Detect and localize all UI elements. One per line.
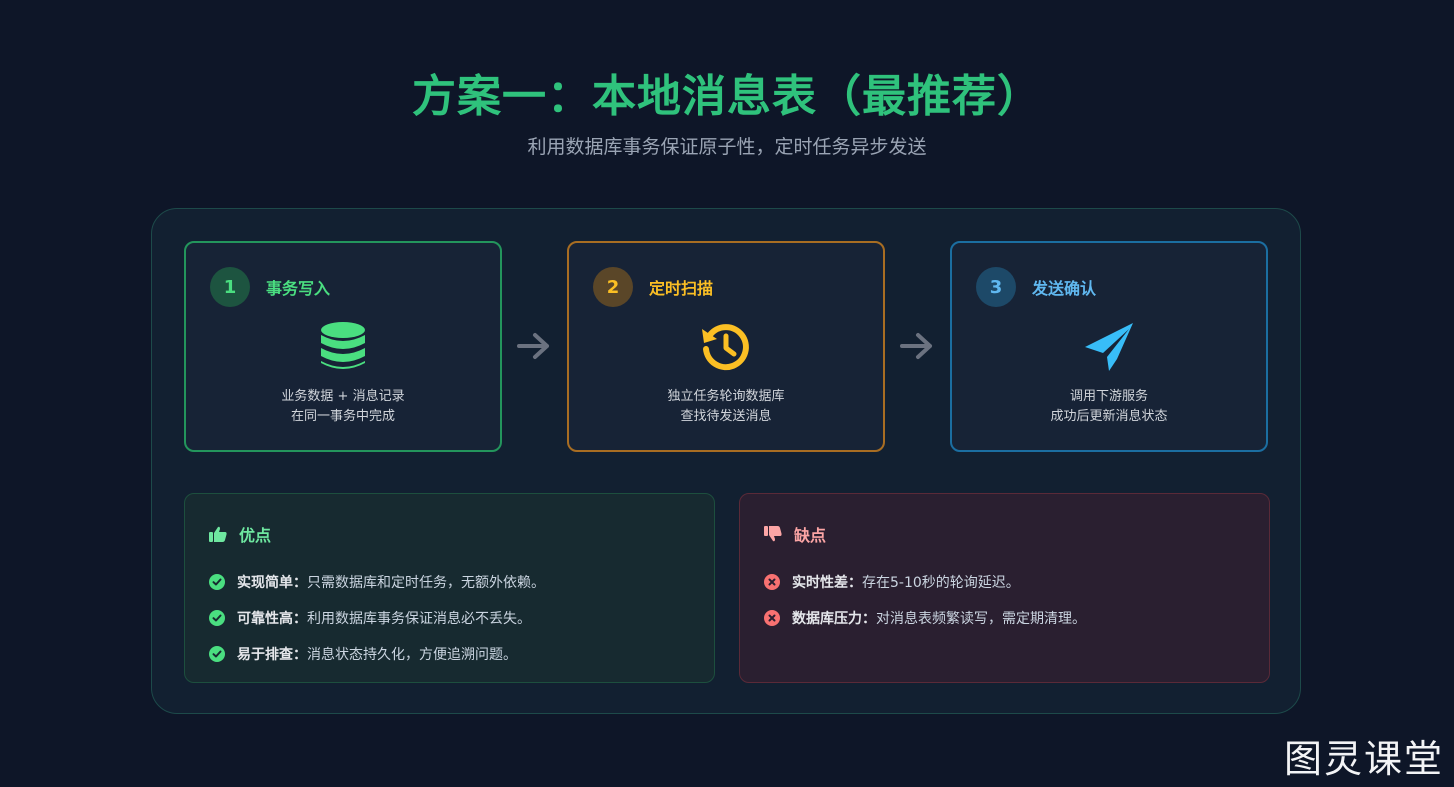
item-text: 对消息表频繁读写，需定期清理。 xyxy=(876,611,1086,627)
history-clock-icon xyxy=(702,324,749,371)
thumbs-down-icon xyxy=(764,526,782,542)
step-card-2: 2 定时扫描 独立任务轮询数据库 查找待发送消息 xyxy=(567,241,885,452)
database-icon xyxy=(321,322,365,369)
cons-box: 缺点 实时性差：存在5-10秒的轮询延迟。 数据库压力：对消息表频繁读写，需定期… xyxy=(739,493,1270,683)
step-card-3: 3 发送确认 调用下游服务 成功后更新消息状态 xyxy=(950,241,1268,452)
arrow-right-icon xyxy=(517,333,549,359)
thumbs-up-icon xyxy=(209,526,227,542)
step-number-badge: 3 xyxy=(976,267,1016,307)
x-circle-icon xyxy=(764,610,780,626)
item-label: 数据库压力： xyxy=(792,611,876,627)
item-text: 存在5-10秒的轮询延迟。 xyxy=(862,575,1020,591)
page-subtitle: 利用数据库事务保证原子性，定时任务异步发送 xyxy=(527,136,927,158)
pros-item: 易于排查：消息状态持久化，方便追溯问题。 xyxy=(209,636,698,672)
flow-panel: 1 事务写入 业务数据 + 消息记录 在同一事务中完成 2 定时扫描 xyxy=(151,208,1301,714)
item-label: 易于排查： xyxy=(237,647,307,663)
step-desc-line: 成功后更新消息状态 xyxy=(1050,409,1168,424)
step-card-1: 1 事务写入 业务数据 + 消息记录 在同一事务中完成 xyxy=(184,241,502,452)
check-circle-icon xyxy=(209,610,225,626)
step-number-badge: 1 xyxy=(210,267,250,307)
x-circle-icon xyxy=(764,574,780,590)
step-desc-line: 业务数据 + 消息记录 xyxy=(281,389,405,404)
step-title: 事务写入 xyxy=(266,279,331,298)
paper-plane-icon xyxy=(1085,323,1133,371)
page-title: 方案一：本地消息表（最推荐） xyxy=(412,71,1042,122)
step-desc-line: 查找待发送消息 xyxy=(680,409,772,424)
item-label: 可靠性高： xyxy=(237,611,307,627)
step-desc-line: 在同一事务中完成 xyxy=(290,409,395,424)
step-desc-line: 调用下游服务 xyxy=(1069,389,1148,404)
pros-title: 优点 xyxy=(239,526,272,545)
pros-item: 可靠性高：利用数据库事务保证消息必不丢失。 xyxy=(209,600,698,636)
item-text: 利用数据库事务保证消息必不丢失。 xyxy=(307,611,531,627)
step-desc-line: 独立任务轮询数据库 xyxy=(667,389,785,404)
item-text: 消息状态持久化，方便追溯问题。 xyxy=(307,647,517,663)
watermark-logo-text: 图灵课堂 xyxy=(1283,737,1444,781)
arrow-right-icon xyxy=(900,333,932,359)
step-number-badge: 2 xyxy=(593,267,633,307)
step-title: 发送确认 xyxy=(1032,279,1097,298)
item-label: 实时性差： xyxy=(792,575,862,591)
check-circle-icon xyxy=(209,646,225,662)
step-title: 定时扫描 xyxy=(649,279,714,298)
cons-item: 数据库压力：对消息表频繁读写，需定期清理。 xyxy=(764,600,1253,636)
pros-box: 优点 实现简单：只需数据库和定时任务，无额外依赖。 可靠性高：利用数据库事务保证… xyxy=(184,493,715,683)
cons-title: 缺点 xyxy=(794,526,827,545)
pros-item: 实现简单：只需数据库和定时任务，无额外依赖。 xyxy=(209,564,698,600)
check-circle-icon xyxy=(209,574,225,590)
item-label: 实现简单： xyxy=(237,575,307,591)
item-text: 只需数据库和定时任务，无额外依赖。 xyxy=(307,575,545,591)
cons-item: 实时性差：存在5-10秒的轮询延迟。 xyxy=(764,564,1253,600)
